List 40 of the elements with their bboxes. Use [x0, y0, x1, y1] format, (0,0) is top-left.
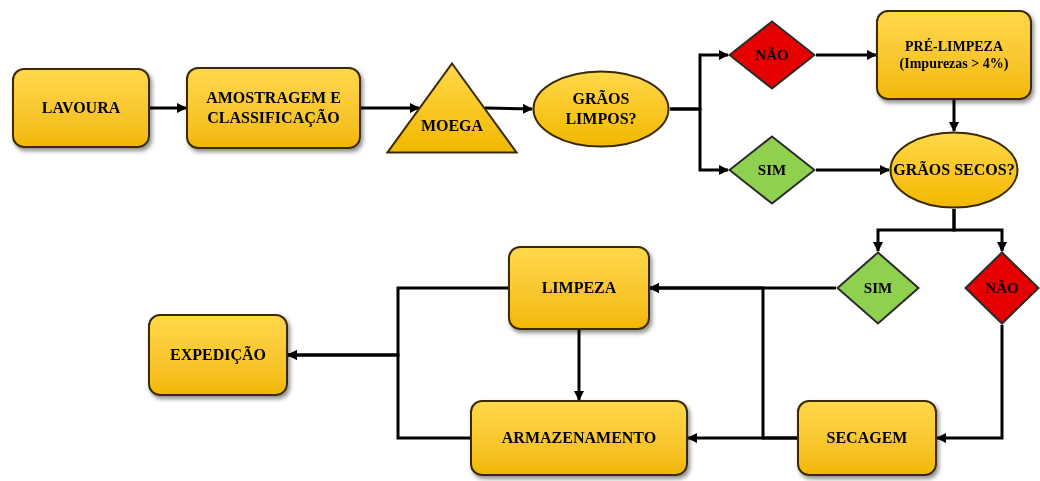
arrow	[361, 103, 420, 113]
arrow	[936, 325, 1004, 443]
triangle-node	[386, 62, 518, 154]
arrow	[484, 103, 533, 114]
decision-diamond	[964, 251, 1040, 325]
node-label: GRÃOS SECOS?	[892, 160, 1016, 180]
node-label: SECAGEM	[825, 428, 909, 448]
node-label: LIMPEZA	[540, 278, 618, 298]
node-label: ARMAZENAMENTO	[500, 428, 658, 448]
node-label: NÃO	[754, 45, 790, 65]
process-box	[12, 68, 150, 148]
decision-ellipse	[532, 70, 670, 148]
node-label: GRÃOS LIMPOS?	[564, 89, 638, 129]
arrow	[670, 107, 729, 175]
process-box	[186, 67, 361, 149]
node-label: SIM	[862, 278, 894, 298]
arrow	[649, 283, 797, 440]
node-label: NÃO	[984, 278, 1020, 298]
process-box	[508, 246, 650, 330]
node-label: EXPEDIÇÃO	[169, 345, 267, 365]
decision-diamond	[728, 135, 816, 205]
process-box	[876, 10, 1032, 100]
node-label: MOEGA	[419, 116, 485, 136]
process-box	[470, 400, 688, 476]
arrow	[816, 50, 877, 60]
decision-diamond	[836, 251, 920, 325]
process-box	[797, 400, 937, 476]
node-label: SIM	[756, 160, 788, 180]
node-label: LAVOURA	[40, 98, 122, 118]
process-box	[148, 314, 288, 396]
decision-diamond	[728, 20, 816, 90]
arrow	[816, 165, 890, 175]
arrow	[574, 330, 584, 401]
arrow	[949, 100, 959, 132]
arrow	[287, 350, 470, 440]
arrow	[952, 209, 1007, 252]
arrow	[150, 103, 187, 113]
decision-ellipse	[889, 131, 1019, 209]
node-label: AMOSTRAGEM E CLASSIFICAÇÃO	[205, 88, 342, 128]
node-label: PRÉ-LIMPEZA (Impurezas > 4%)	[898, 37, 1010, 73]
